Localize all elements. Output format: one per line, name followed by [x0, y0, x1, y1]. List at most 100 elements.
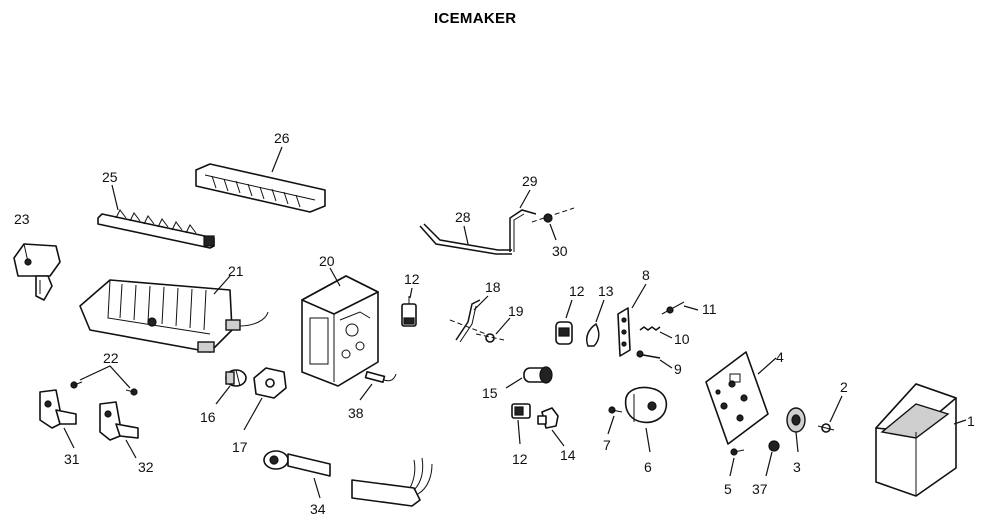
- leader-1: [953, 419, 967, 425]
- leader-12a: [409, 287, 413, 299]
- leader-25: [111, 184, 119, 211]
- part-30-retainer: [531, 207, 575, 223]
- label-31: 31: [64, 451, 80, 467]
- part-16-fitting: [225, 369, 247, 387]
- label-32: 32: [138, 459, 154, 475]
- label-13: 13: [598, 283, 614, 299]
- label-7: 7: [603, 437, 611, 453]
- leader-12b: [565, 299, 573, 319]
- label-5: 5: [724, 481, 732, 497]
- label-30: 30: [552, 243, 568, 259]
- label-10: 10: [674, 331, 690, 347]
- leader-3: [795, 431, 799, 453]
- label-25: 25: [102, 169, 118, 185]
- label-20: 20: [319, 253, 335, 269]
- label-8: 8: [642, 267, 650, 283]
- part-34-fill-tube: [263, 450, 433, 507]
- part-11-screw: [661, 301, 685, 315]
- leader-14: [551, 429, 565, 447]
- part-22-screws: [70, 381, 138, 396]
- label-21: 21: [228, 263, 244, 279]
- part-12-switch-middle: [555, 321, 573, 345]
- leader-11: [683, 305, 699, 311]
- part-29-arm-bracket: [509, 209, 537, 252]
- leader-31: [63, 427, 75, 449]
- label-34: 34: [310, 501, 326, 517]
- label-3: 3: [793, 459, 801, 475]
- label-9: 9: [674, 361, 682, 377]
- part-19-screw: [475, 333, 505, 343]
- leader-4: [757, 357, 777, 375]
- label-2: 2: [840, 379, 848, 395]
- label-18: 18: [485, 279, 501, 295]
- part-17-gasket: [253, 367, 287, 399]
- label-26: 26: [274, 130, 290, 146]
- part-1-cover: [875, 383, 957, 497]
- part-32-bracket: [99, 401, 139, 441]
- leader-17: [243, 397, 263, 431]
- leader-10: [659, 331, 673, 339]
- leader-22: [79, 365, 131, 389]
- label-29: 29: [522, 173, 538, 189]
- leader-20: [329, 267, 341, 287]
- leader-37: [765, 451, 773, 477]
- part-4-support-plate: [705, 351, 769, 445]
- part-14-connector: [537, 407, 559, 429]
- leader-5: [729, 457, 735, 477]
- leader-18: [473, 295, 489, 311]
- label-4: 4: [776, 349, 784, 365]
- part-10-spring: [639, 326, 661, 331]
- label-28: 28: [455, 209, 471, 225]
- label-22: 22: [103, 350, 119, 366]
- leader-21: [213, 275, 231, 295]
- part-8-mounting-plate: [617, 307, 631, 357]
- leader-13: [595, 299, 605, 323]
- part-3-gear: [786, 407, 806, 433]
- part-12-switch-top: [401, 296, 417, 327]
- part-37-ball: [768, 440, 780, 452]
- label-38: 38: [348, 405, 364, 421]
- label-12a: 12: [404, 271, 420, 287]
- label-6: 6: [644, 459, 652, 475]
- leader-38: [359, 383, 373, 401]
- leader-30: [549, 223, 557, 241]
- label-19: 19: [508, 303, 524, 319]
- part-31-bracket: [39, 389, 77, 429]
- leader-16: [215, 385, 231, 405]
- label-1: 1: [967, 413, 975, 429]
- diagram-title: ICEMAKER: [434, 10, 516, 27]
- leader-6: [645, 427, 651, 453]
- part-28-shutoff-arm: [419, 223, 512, 255]
- leader-8: [631, 283, 647, 309]
- part-13-spring: [585, 322, 600, 347]
- part-12-switch-bottom: [511, 403, 531, 419]
- part-18-lever: [449, 299, 487, 343]
- leader-19: [495, 317, 511, 335]
- part-21-mold-heater: [79, 279, 269, 353]
- part-2-screw: [817, 423, 835, 433]
- part-6-motor: [624, 386, 668, 424]
- part-38-pin: [364, 370, 397, 384]
- leader-34: [313, 477, 321, 499]
- label-16: 16: [200, 409, 216, 425]
- label-37: 37: [752, 481, 768, 497]
- leader-29: [519, 189, 531, 209]
- label-15: 15: [482, 385, 498, 401]
- leader-26: [271, 146, 283, 173]
- part-25-ejector: [97, 209, 215, 249]
- leader-12c: [517, 419, 521, 445]
- label-12c: 12: [512, 451, 528, 467]
- label-14: 14: [560, 447, 576, 463]
- leader-28: [463, 225, 469, 245]
- leader-7: [607, 415, 615, 435]
- leader-2: [829, 395, 843, 423]
- label-17: 17: [232, 439, 248, 455]
- leader-9: [659, 359, 673, 369]
- part-26-stripper: [195, 163, 326, 213]
- label-23: 23: [14, 211, 30, 227]
- leader-32: [125, 439, 137, 459]
- part-15-thermostat: [523, 366, 553, 384]
- label-12b: 12: [569, 283, 585, 299]
- part-5-screw: [730, 448, 745, 456]
